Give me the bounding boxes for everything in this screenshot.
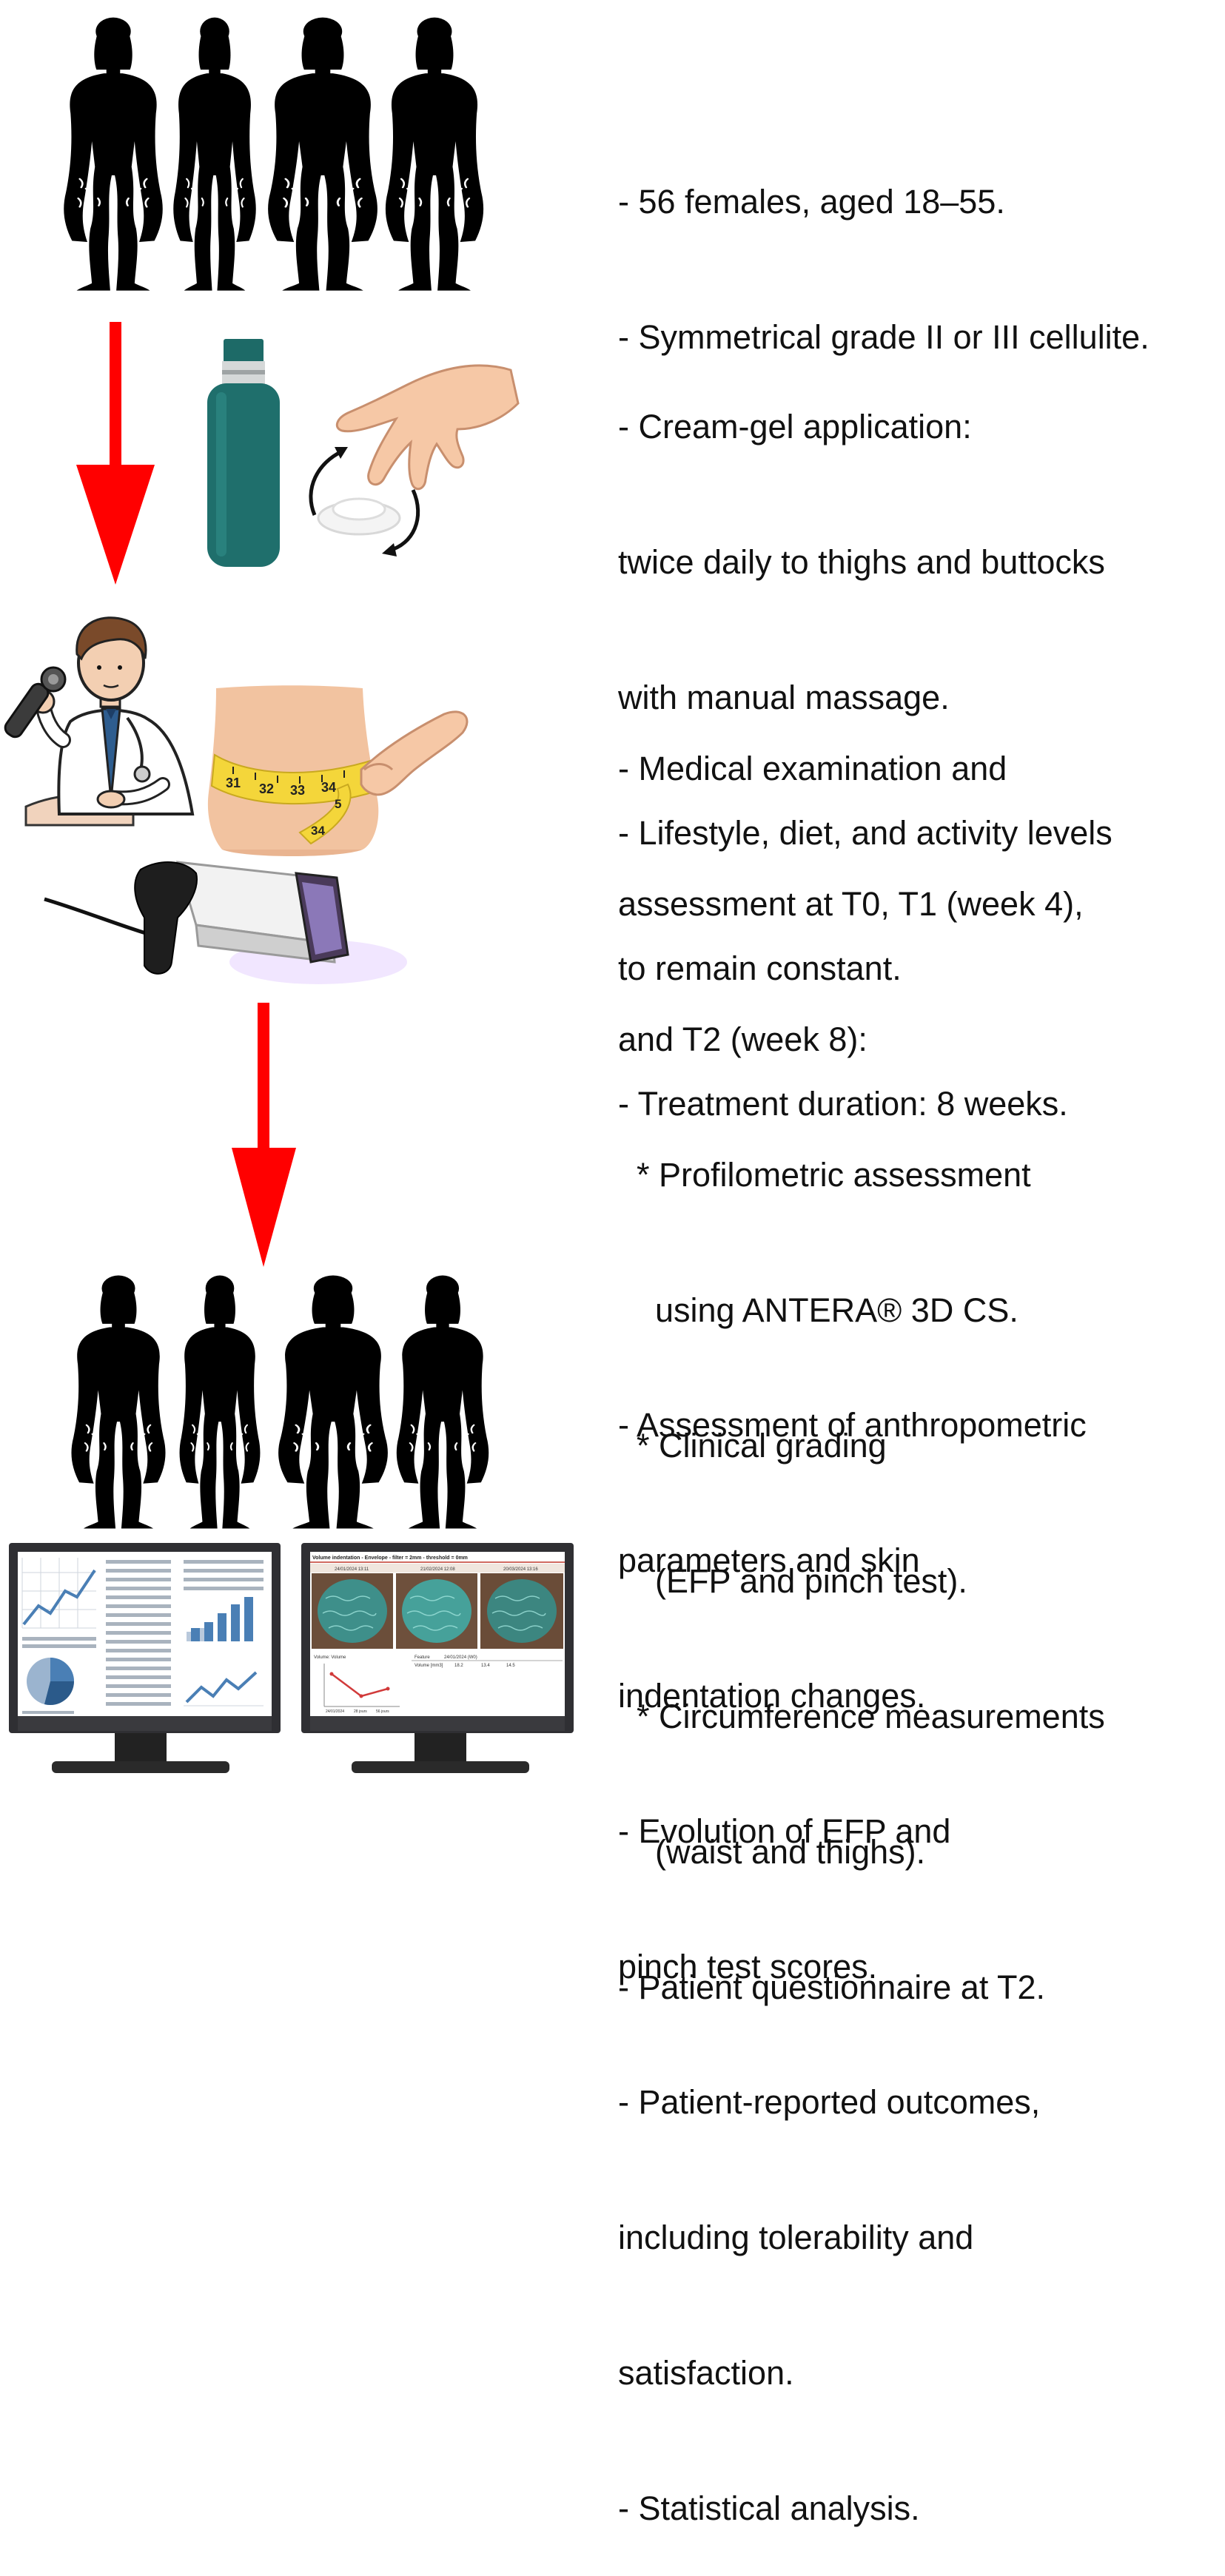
antera-header: Volume indentation - Envelope - filter =… [312,1556,468,1561]
cream-bottle-icon [207,339,280,567]
monitor-dashboard [9,1543,281,1773]
assessment-line: using ANTERA® 3D CS. [618,1291,1018,1329]
massage-circular-arrows-icon [309,447,420,556]
antera-table-col: 24/01/2024 (W0) [444,1655,477,1660]
tape-mark: 32 [259,781,274,796]
antera-date: 20/03/2024 13:16 [503,1567,538,1572]
outcomes-line: - Assessment of anthropometric [618,1406,1087,1444]
women-silhouettes-bottom [70,1274,490,1530]
antera-3d-camera-icon [44,861,407,984]
flow-illustration: 31 32 33 34 34 5 [4,16,574,1773]
antera-axis-tick: 28 jours [354,1709,367,1714]
red-arrow-down-icon [76,322,155,585]
antera-table-cell: 13.4 [481,1664,490,1668]
assessment-line: assessment at T0, T1 (week 4), [618,885,1084,923]
women-silhouettes-top [62,16,485,292]
outcomes-line: - Statistical analysis. [618,2489,920,2527]
tape-mark: 31 [226,776,241,790]
antera-table-cell: 18.2 [454,1664,463,1668]
treatment-line: - Lifestyle, diet, and activity levels [618,814,1112,852]
outcomes-text: - Assessment of anthropometric parameter… [618,1312,1087,2576]
tape-mark: 34 [321,780,336,795]
treatment-line: - Treatment duration: 8 weeks. [618,1085,1068,1123]
assessment-line: - Medical examination and [618,750,1007,787]
outcomes-line: satisfaction. [618,2354,794,2392]
treatment-line: to remain constant. [618,949,902,987]
enrollment-text: - 56 females, aged 18–55. - Symmetrical … [618,89,1150,405]
treatment-line: with manual massage. [618,679,950,716]
antera-table-col: Feature [415,1655,430,1660]
assessment-line: and T2 (week 8): [618,1020,867,1058]
treatment-line: twice daily to thighs and buttocks [618,543,1105,581]
tape-mark: 5 [335,797,341,811]
monitor-antera-software: Volume indentation - Envelope - filter =… [301,1543,574,1773]
outcomes-line: parameters and skin [618,1541,920,1579]
assessment-line: * Clinical grading [618,1427,887,1464]
treatment-line: - Cream-gel application: [618,408,972,445]
tape-mark: 34 [311,824,325,838]
hand-icon [335,364,520,491]
cream-dollop-icon [317,497,401,536]
waist-measuring-tape-icon: 31 32 33 34 34 5 [207,685,469,856]
doctor-icon [4,616,195,827]
red-arrow-down-icon [232,1003,296,1267]
assessment-line: * Circumference measurements [618,1698,1105,1735]
outcomes-line: pinch test scores. [618,1948,878,1985]
antera-table-cell: Volume [mm3] [415,1664,443,1668]
antera-axis-tick: 56 jours [376,1709,389,1714]
antera-date: 24/01/2024 13:11 [335,1567,369,1572]
enrollment-line: - Symmetrical grade II or III cellulite. [618,318,1150,356]
enrollment-line: - 56 females, aged 18–55. [618,183,1005,221]
tape-mark: 33 [290,783,305,798]
outcomes-line: - Patient-reported outcomes, [618,2083,1041,2121]
outcomes-line: indentation changes. [618,1677,926,1715]
antera-table-cell: 14.5 [506,1664,515,1668]
antera-axis-tick: 24/01/2024 [326,1709,344,1714]
treatment-text: - Cream-gel application: twice daily to … [618,314,1112,1171]
outcomes-line: including tolerability and [618,2219,974,2256]
assessment-line: * Profilometric assessment [618,1156,1031,1194]
antera-date: 21/02/2024 12:08 [420,1567,455,1572]
antera-chart-label: Volume: Volume [314,1655,346,1660]
assessment-line: (EFP and pinch test). [618,1562,967,1600]
outcomes-line: - Evolution of EFP and [618,1812,951,1850]
